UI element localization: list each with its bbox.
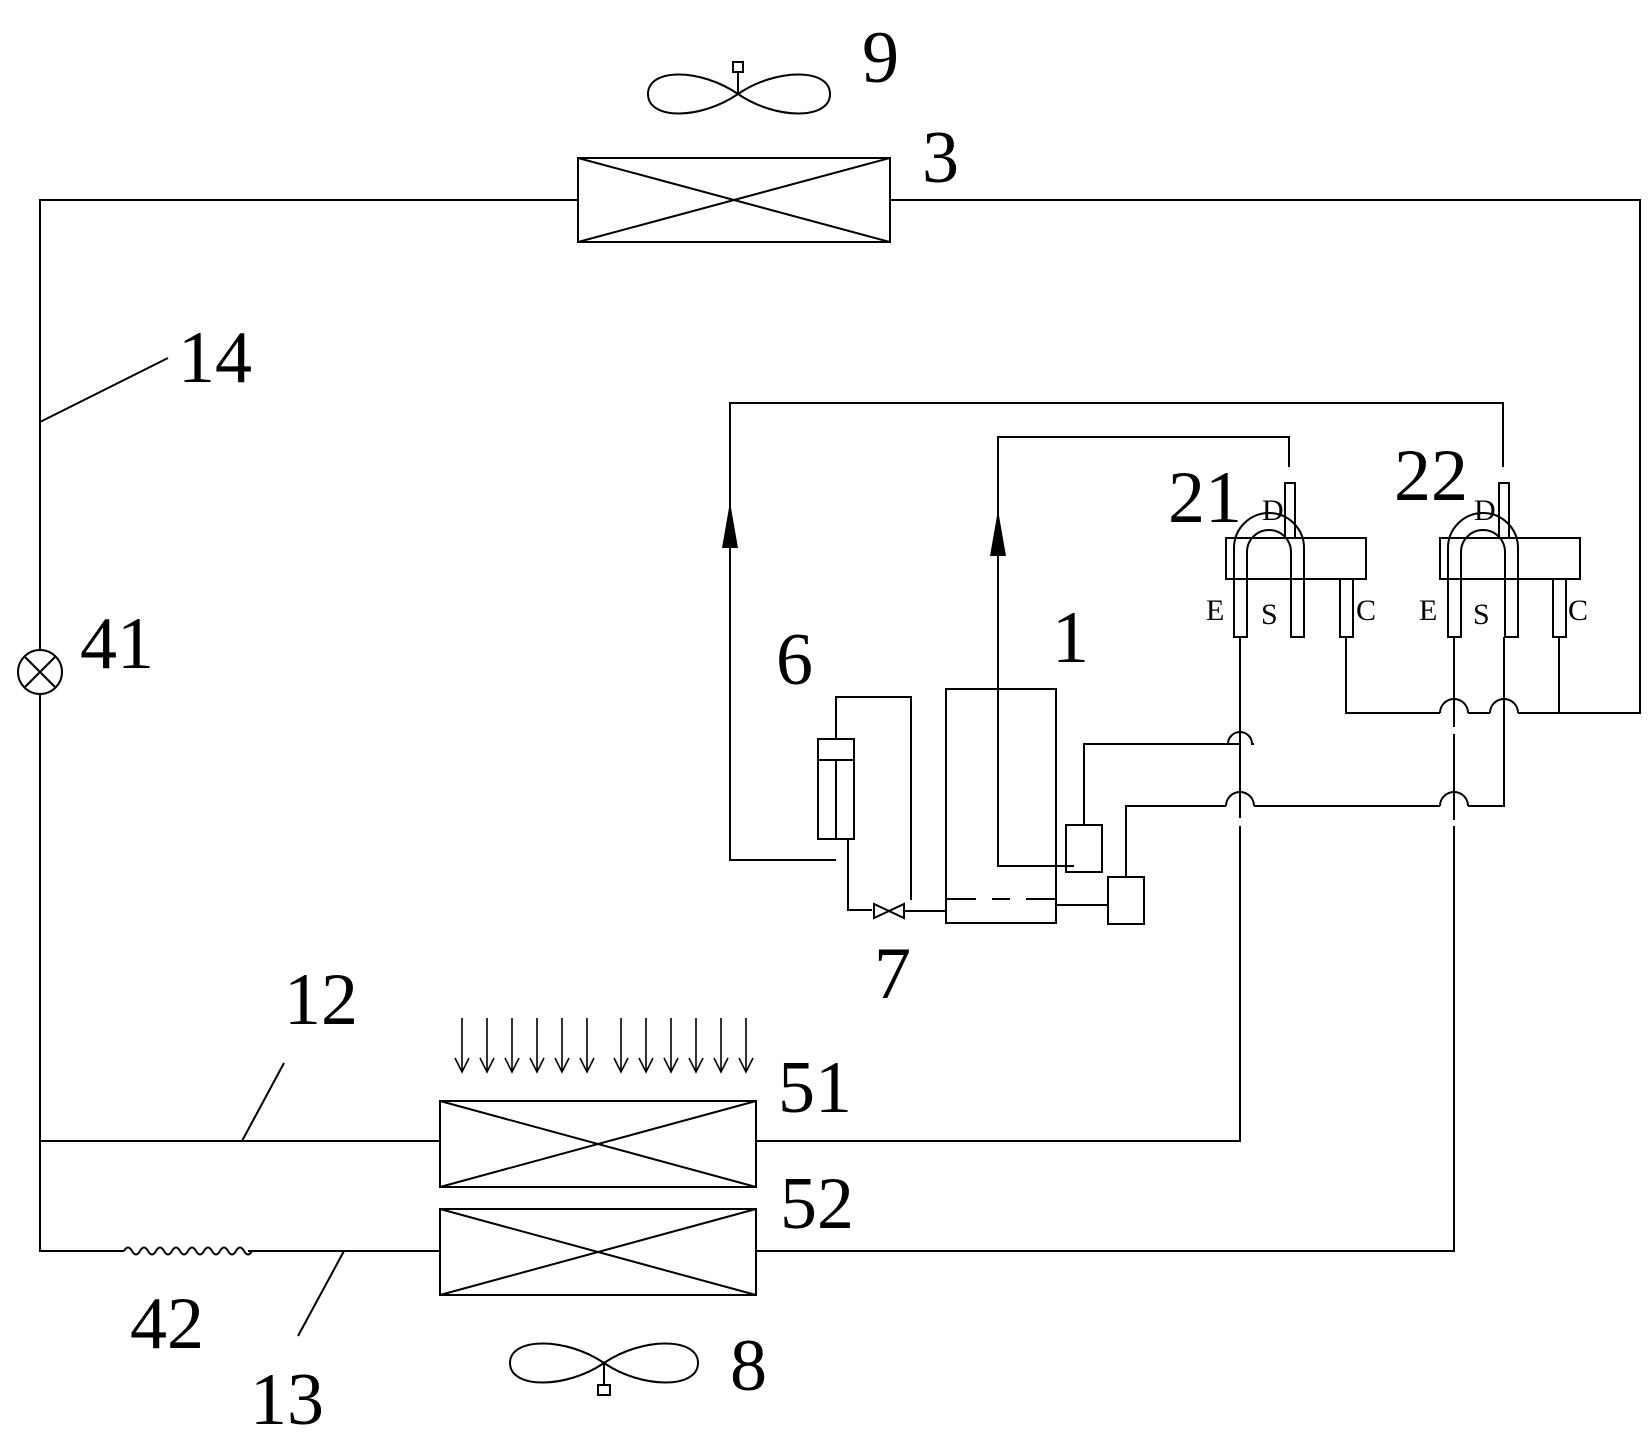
port-22-d: D bbox=[1474, 494, 1496, 527]
leader-12 bbox=[241, 1062, 285, 1142]
crossover-22-b bbox=[1489, 698, 1519, 714]
label-22: 22 bbox=[1394, 435, 1468, 517]
bottom-fan-icon bbox=[508, 1342, 700, 1396]
label-9: 9 bbox=[862, 17, 899, 99]
airflow-arrows bbox=[454, 1018, 754, 1074]
main-loop-pipes bbox=[39, 199, 1641, 1252]
label-51: 51 bbox=[778, 1047, 852, 1129]
evaporator-51-coil bbox=[439, 1100, 757, 1188]
expansion-valve-icon bbox=[17, 649, 63, 695]
label-13: 13 bbox=[250, 1359, 324, 1441]
discharge-loop-22 bbox=[729, 402, 1504, 861]
leader-13 bbox=[297, 1250, 345, 1337]
port-22-s: S bbox=[1473, 598, 1490, 631]
port-21-d: D bbox=[1262, 494, 1284, 527]
component-1-box bbox=[945, 637, 1505, 925]
crossover-21-upper bbox=[1226, 731, 1254, 745]
leader-14 bbox=[39, 357, 169, 423]
top-fan-icon bbox=[646, 61, 832, 115]
label-12: 12 bbox=[284, 959, 358, 1041]
oil-separator bbox=[817, 696, 912, 911]
flow-arrow-left-head bbox=[722, 502, 738, 548]
label-3: 3 bbox=[922, 117, 959, 199]
evaporator-52-coil bbox=[439, 1208, 757, 1296]
four-way-valve-21 bbox=[1225, 482, 1367, 638]
four-way-valve-22 bbox=[1439, 482, 1581, 638]
capillary-tube bbox=[123, 1246, 253, 1256]
pipe-21-c bbox=[1345, 637, 1553, 714]
port-21-c: C bbox=[1356, 594, 1376, 627]
port-21-e: E bbox=[1206, 594, 1224, 627]
label-7: 7 bbox=[874, 933, 911, 1015]
condenser-coil bbox=[577, 157, 891, 243]
label-52: 52 bbox=[780, 1163, 854, 1245]
valve-7-icon bbox=[873, 902, 946, 920]
port-22-e: E bbox=[1419, 594, 1437, 627]
label-8: 8 bbox=[730, 1325, 767, 1407]
flow-arrow-center-head bbox=[990, 510, 1006, 556]
discharge-loop-21 bbox=[997, 436, 1290, 867]
suction-pipes bbox=[756, 637, 1455, 1252]
label-42: 42 bbox=[130, 1283, 204, 1365]
label-21: 21 bbox=[1168, 457, 1242, 539]
label-41: 41 bbox=[80, 603, 154, 685]
label-14: 14 bbox=[178, 317, 252, 399]
label-6: 6 bbox=[776, 619, 813, 701]
crossover-21-lower bbox=[1225, 791, 1255, 807]
port-21-s: S bbox=[1261, 598, 1278, 631]
label-1: 1 bbox=[1052, 597, 1089, 679]
port-22-c: C bbox=[1568, 594, 1588, 627]
